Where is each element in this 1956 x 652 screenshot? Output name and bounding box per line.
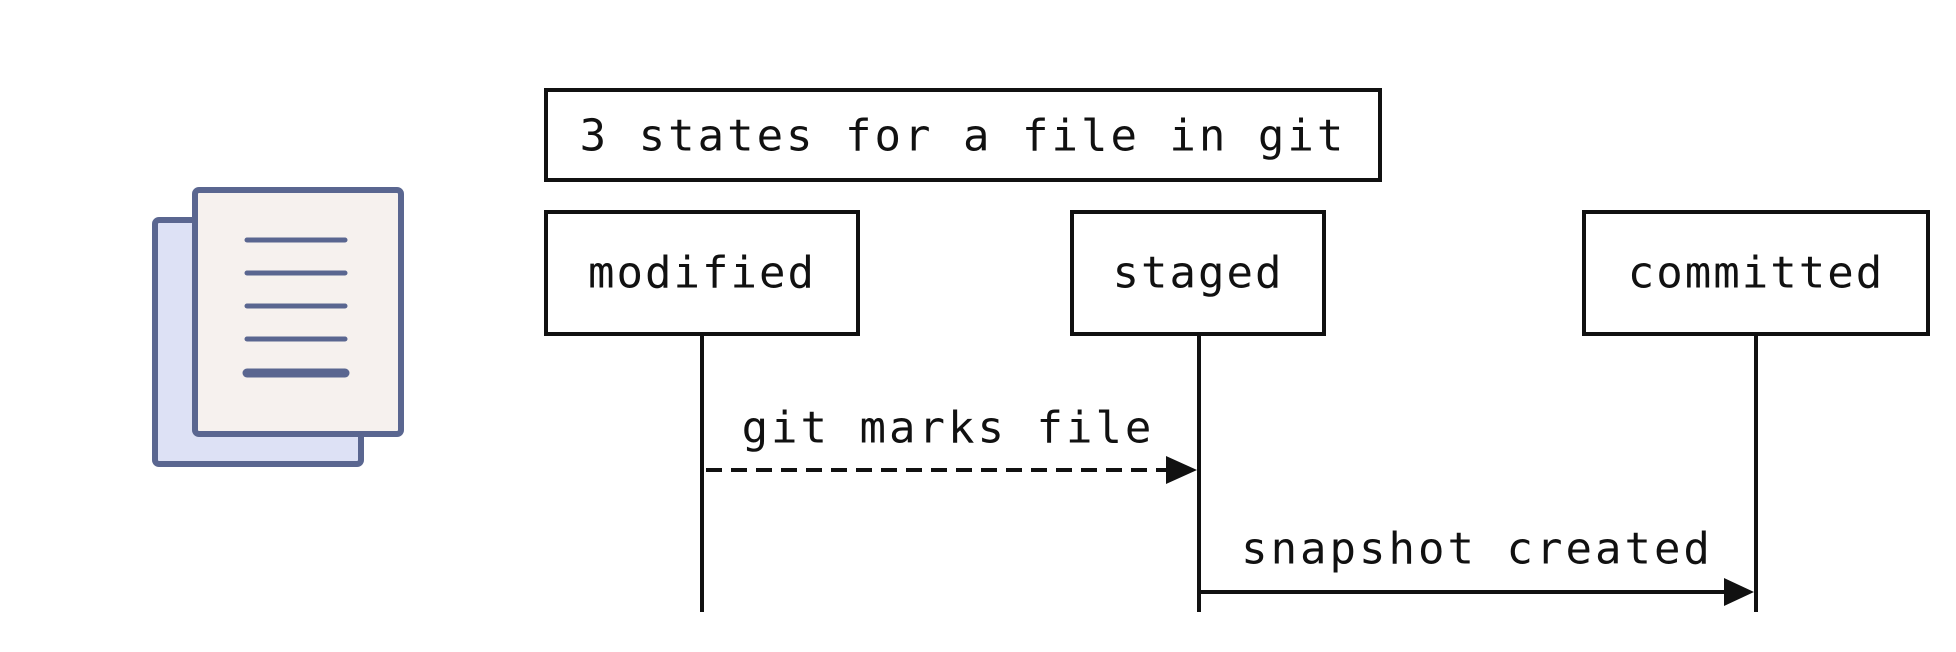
transition-label-git-marks-file: git marks file — [742, 403, 1155, 454]
state-committed-label: committed — [1628, 248, 1884, 299]
transition-modified-to-staged: git marks file — [706, 403, 1197, 484]
transition-label-snapshot-created: snapshot created — [1241, 524, 1713, 575]
diagram-title: 3 states for a file in git — [544, 88, 1382, 182]
arrowhead-staged — [1166, 456, 1197, 484]
state-committed: committed — [1582, 210, 1930, 336]
state-staged-label: staged — [1113, 248, 1284, 299]
arrowhead-committed — [1724, 578, 1754, 606]
state-staged: staged — [1070, 210, 1326, 336]
document-stack-icon — [152, 187, 404, 467]
state-modified-label: modified — [588, 248, 816, 299]
diagram-title-text: 3 states for a file in git — [580, 111, 1347, 162]
state-modified: modified — [544, 210, 860, 336]
transition-staged-to-committed: snapshot created — [1201, 524, 1754, 606]
